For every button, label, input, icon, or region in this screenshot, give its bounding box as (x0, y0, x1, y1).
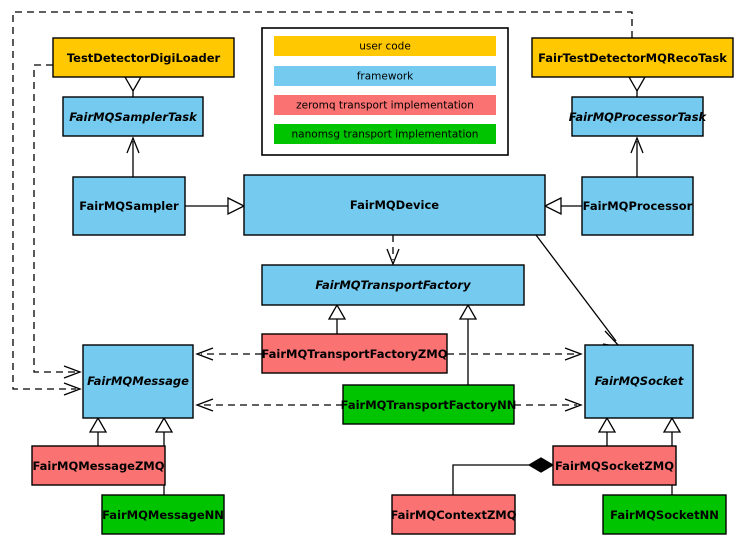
edge-tfnn-to-message (195, 398, 343, 412)
node-FairMQProcessor[interactable]: FairMQProcessor (581, 176, 694, 236)
edge-samplertask-to-digiloader (123, 76, 143, 97)
legend-swatch-user-code (274, 36, 496, 56)
node-label: FairMQContextZMQ (390, 508, 516, 522)
legend-swatch-zeromq (274, 95, 496, 115)
node-box (552, 445, 677, 486)
node-FairMQSocketZMQ[interactable]: FairMQSocketZMQ (552, 445, 677, 486)
node-box (31, 445, 166, 486)
node-label: FairMQMessageNN (102, 508, 224, 522)
node-FairMQSocket[interactable]: FairMQSocket (584, 344, 694, 419)
legend-item-zeromq: zeromq transport implementation (274, 95, 496, 115)
node-box (52, 37, 235, 78)
node-label: FairMQSocket (595, 374, 684, 388)
legend-label-zeromq: zeromq transport implementation (296, 100, 474, 112)
node-label: FairMQTransportFactory (315, 278, 471, 292)
node-FairTestDetectorMQRecoTask[interactable]: FairTestDetectorMQRecoTask (531, 37, 734, 78)
edge-device-to-transportfactory (386, 235, 400, 266)
node-FairMQSocketNN[interactable]: FairMQSocketNN (602, 494, 727, 535)
node-FairMQProcessorTask[interactable]: FairMQProcessorTask (569, 96, 708, 137)
node-box (261, 333, 448, 374)
edge-tfnn-to-socket (514, 398, 583, 412)
node-label: FairMQSampler (79, 199, 179, 213)
edge-socketzmq-to-socket (597, 416, 617, 446)
legend-label-framework: framework (357, 71, 414, 83)
edge-tfzmq-to-message (195, 347, 262, 361)
edge-sampler-to-device (185, 196, 246, 216)
node-box (82, 344, 194, 419)
node-box (72, 176, 186, 236)
node-label: FairMQTransportFactoryNN (341, 398, 517, 412)
node-FairMQTransportFactoryZMQ[interactable]: FairMQTransportFactoryZMQ (261, 333, 448, 374)
edge-sampler-to-samplertask (126, 136, 140, 177)
edge-tfnn-to-transportfactory (458, 303, 478, 385)
edge-recotask-to-message (12, 11, 633, 396)
node-label: FairMQMessageZMQ (32, 459, 164, 473)
legend-item-nanomsg: nanomsg transport implementation (274, 124, 496, 144)
node-FairMQMessageNN[interactable]: FairMQMessageNN (101, 494, 225, 535)
node-FairMQTransportFactory[interactable]: FairMQTransportFactory (261, 264, 525, 306)
node-FairMQSamplerTask[interactable]: FairMQSamplerTask (62, 96, 204, 137)
node-label: FairMQMessage (87, 374, 189, 388)
node-TestDetectorDigiLoader[interactable]: TestDetectorDigiLoader (52, 37, 235, 78)
node-FairMQTransportFactoryNN[interactable]: FairMQTransportFactoryNN (341, 384, 517, 425)
edge-tfzmq-to-socket (447, 347, 583, 361)
node-FairMQDevice[interactable]: FairMQDevice (243, 174, 546, 236)
node-label: FairTestDetectorMQRecoTask (538, 51, 727, 65)
node-label: FairMQProcessor (583, 199, 693, 213)
node-box (261, 264, 525, 306)
edge-processortask-to-recotask (627, 76, 647, 97)
node-label: FairMQProcessorTask (569, 110, 708, 124)
node-label: FairMQSocketNN (610, 508, 719, 522)
node-label: FairMQTransportFactoryZMQ (261, 347, 447, 361)
edge-device-to-socket (535, 234, 622, 348)
node-box (602, 494, 727, 535)
node-box (62, 96, 204, 137)
node-label: FairMQSocketZMQ (555, 459, 674, 473)
legend-item-user-code: user code (274, 36, 496, 56)
node-box (571, 96, 704, 137)
node-box (581, 176, 694, 236)
node-box (391, 494, 516, 535)
edge-messagezmq-to-message (88, 416, 108, 446)
node-box (101, 494, 225, 535)
node-box (531, 37, 734, 78)
edge-contextzmq-to-socketzmq (452, 457, 555, 495)
node-box (342, 384, 515, 425)
edge-tfzmq-to-transportfactory (327, 303, 347, 334)
edge-processor-to-processortask (630, 136, 644, 177)
node-FairMQMessage[interactable]: FairMQMessage (82, 344, 194, 419)
node-label: FairMQSamplerTask (69, 110, 198, 124)
legend: user code framework zeromq transport imp… (261, 27, 509, 156)
node-FairMQMessageZMQ[interactable]: FairMQMessageZMQ (31, 445, 166, 486)
legend-swatch-nanomsg (274, 124, 496, 144)
legend-item-framework: framework (274, 66, 496, 86)
node-FairMQSampler[interactable]: FairMQSampler (72, 176, 186, 236)
node-layer: TestDetectorDigiLoader FairMQSamplerTask… (31, 37, 734, 535)
node-label: FairMQDevice (350, 198, 439, 212)
edge-processor-to-device (543, 196, 582, 216)
node-box (243, 174, 546, 236)
node-FairMQContextZMQ[interactable]: FairMQContextZMQ (390, 494, 517, 535)
edge-layer (12, 11, 682, 495)
edge-digiloader-to-message (33, 64, 82, 379)
legend-swatch-framework (274, 66, 496, 86)
node-label: TestDetectorDigiLoader (67, 51, 221, 65)
legend-label-nanomsg: nanomsg transport implementation (292, 129, 479, 141)
node-box (584, 344, 694, 419)
legend-label-user-code: user code (359, 41, 411, 53)
